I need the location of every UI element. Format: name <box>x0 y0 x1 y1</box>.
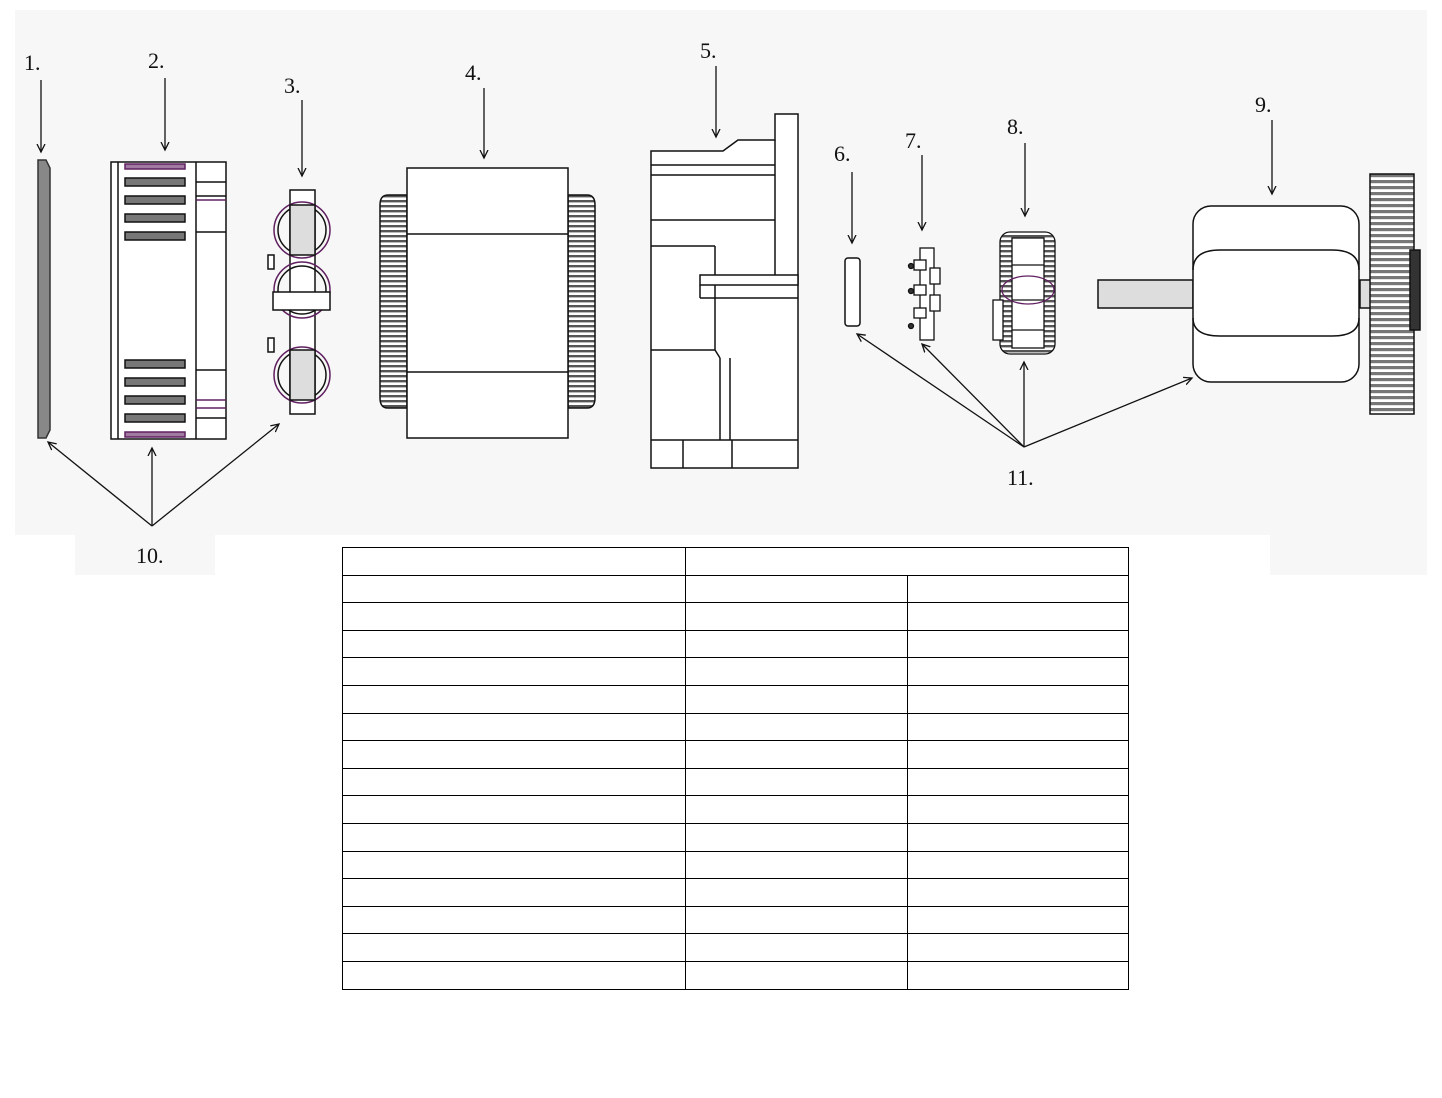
label-2: 2. <box>148 48 165 73</box>
table-cell <box>685 574 908 604</box>
label-9: 9. <box>1255 92 1272 117</box>
table-cell <box>906 657 1129 686</box>
label-8: 8. <box>1007 114 1024 139</box>
table-row <box>342 878 1129 907</box>
table-cell <box>342 850 686 880</box>
table-cell <box>906 684 1129 714</box>
table-cell <box>342 684 686 714</box>
table-row <box>342 602 1129 631</box>
table-cell <box>685 684 908 714</box>
part-2-slotted-cover <box>110 161 227 440</box>
table-row <box>342 850 1129 880</box>
table-cell <box>906 960 1129 990</box>
table-row <box>342 795 1129 824</box>
table-cell <box>342 905 686 935</box>
part-8-winding <box>992 231 1056 355</box>
part-5-housing <box>650 113 799 469</box>
table-cell <box>685 547 1129 576</box>
table-cell <box>685 767 908 797</box>
table-row <box>342 574 1129 604</box>
part-4-stator <box>379 167 596 439</box>
table-cell <box>342 712 686 742</box>
table-cell <box>685 822 908 852</box>
table-cell <box>906 822 1129 852</box>
callout-arrows <box>41 66 1272 527</box>
table-cell <box>685 657 908 686</box>
table-cell <box>685 602 908 631</box>
table-row <box>342 740 1129 769</box>
table-cell <box>906 933 1129 962</box>
table-cell <box>906 905 1129 935</box>
table-row <box>342 657 1129 686</box>
part-7-commutator <box>907 247 941 341</box>
part-1-end-plate <box>37 159 51 439</box>
label-1: 1. <box>24 50 41 75</box>
table-row <box>342 629 1129 659</box>
parts-table <box>342 547 1129 990</box>
table-cell <box>685 740 908 769</box>
table-cell <box>906 767 1129 797</box>
table-cell <box>342 657 686 686</box>
label-10: 10. <box>136 543 164 568</box>
part-3-brush-holder <box>267 189 331 415</box>
table-cell <box>342 795 686 824</box>
table-cell <box>906 740 1129 769</box>
table-cell <box>342 547 686 576</box>
table-header-row <box>342 547 1129 576</box>
table-cell <box>685 850 908 880</box>
table-row <box>342 712 1129 742</box>
table-row <box>342 905 1129 935</box>
label-3: 3. <box>284 73 301 98</box>
table-cell <box>685 795 908 824</box>
table-cell <box>342 574 686 604</box>
table-cell <box>906 878 1129 907</box>
table-cell <box>342 767 686 797</box>
table-cell <box>342 878 686 907</box>
label-6: 6. <box>834 141 851 166</box>
table-cell <box>685 933 908 962</box>
label-4: 4. <box>465 60 482 85</box>
label-5: 5. <box>700 38 717 63</box>
table-row <box>342 767 1129 797</box>
table-row <box>342 933 1129 962</box>
table-cell <box>342 602 686 631</box>
table-cell <box>342 822 686 852</box>
table-cell <box>685 629 908 659</box>
table-cell <box>906 629 1129 659</box>
table-cell <box>906 850 1129 880</box>
table-row <box>342 960 1129 990</box>
table-cell <box>685 712 908 742</box>
table-cell <box>342 629 686 659</box>
table-row <box>342 684 1129 714</box>
table-cell <box>906 574 1129 604</box>
table-cell <box>906 795 1129 824</box>
table-row <box>342 822 1129 852</box>
table-cell <box>342 740 686 769</box>
table-cell <box>906 602 1129 631</box>
table-cell <box>906 712 1129 742</box>
table-cell <box>685 960 908 990</box>
part-9-rotor <box>1097 173 1421 415</box>
label-11: 11. <box>1007 465 1034 490</box>
label-7: 7. <box>905 128 922 153</box>
table-cell <box>342 960 686 990</box>
part-6-pin <box>844 257 861 327</box>
table-cell <box>685 905 908 935</box>
table-cell <box>685 878 908 907</box>
exploded-assembly-diagram: 1. 2. 3. 4. 5. 6. 7. 8. 9. 10. 11. <box>24 38 1421 568</box>
table-cell <box>342 933 686 962</box>
